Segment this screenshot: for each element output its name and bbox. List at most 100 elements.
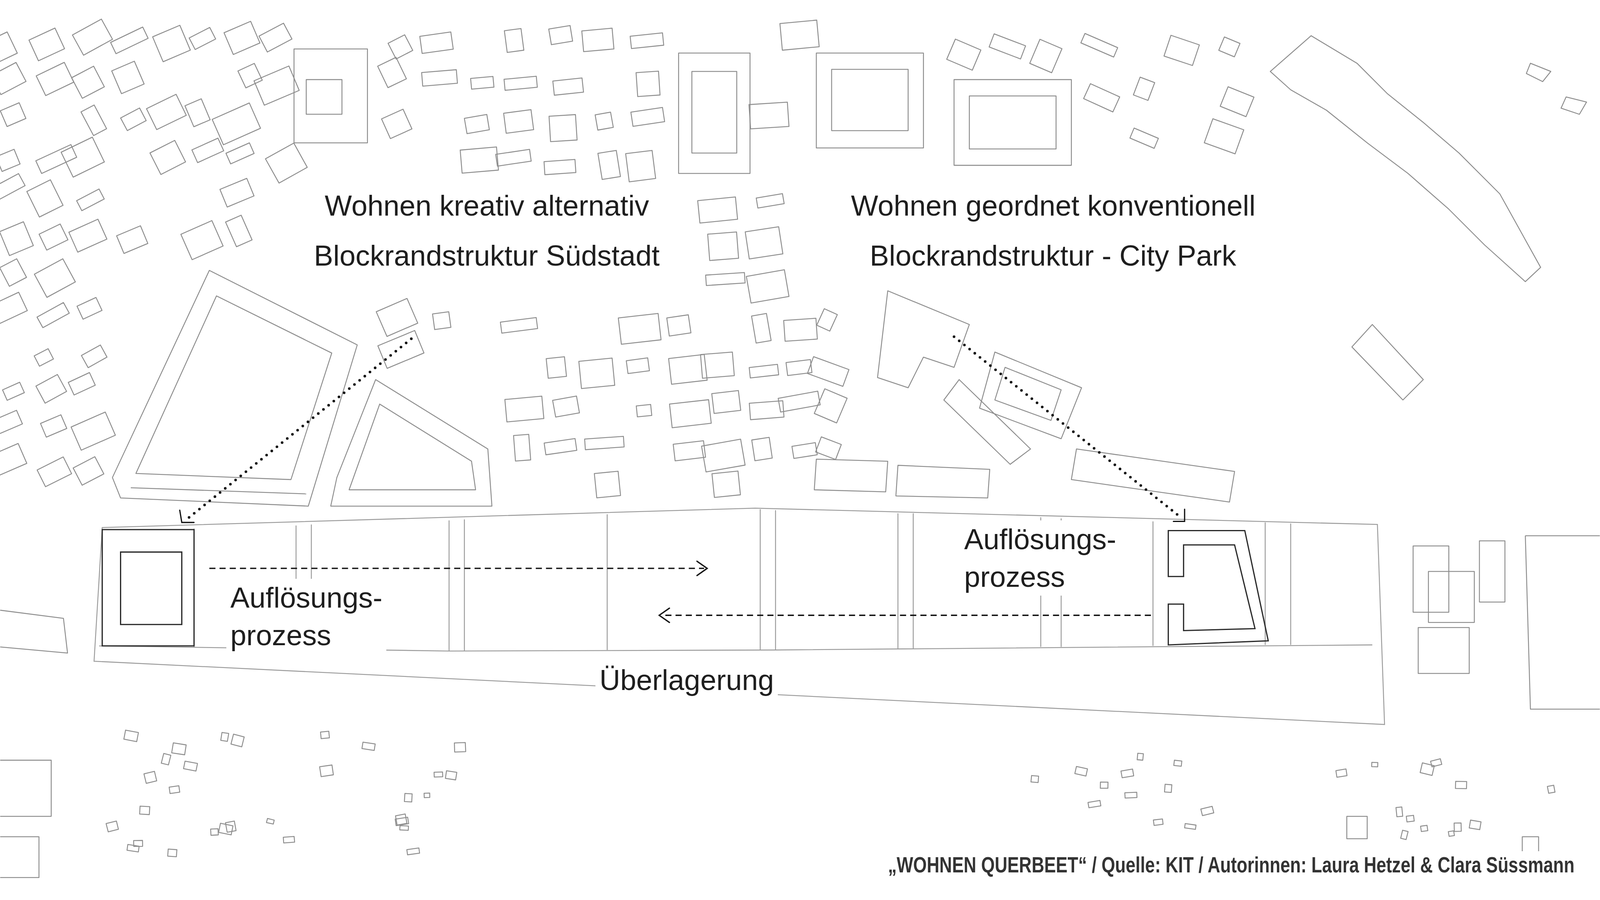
building-outline bbox=[253, 65, 300, 106]
building-outline bbox=[33, 348, 54, 367]
building-outline bbox=[377, 330, 424, 369]
building-outline bbox=[34, 258, 76, 298]
building-outline bbox=[1164, 35, 1200, 66]
building-outline bbox=[1030, 775, 1039, 783]
building-outline bbox=[791, 442, 817, 459]
building-outline bbox=[1204, 118, 1244, 154]
building-outline bbox=[218, 822, 234, 835]
district-label: Wohnen geordnet konventionell bbox=[846, 186, 1260, 225]
building-outline bbox=[1173, 760, 1182, 767]
building-outline bbox=[578, 357, 615, 389]
building-outline bbox=[71, 66, 105, 99]
building-outline bbox=[503, 109, 534, 134]
building-outline bbox=[581, 27, 614, 52]
building-outline bbox=[669, 399, 712, 428]
building-outline bbox=[1336, 768, 1348, 778]
building-outline bbox=[636, 71, 661, 97]
building-outline bbox=[35, 374, 67, 404]
building-outline bbox=[1371, 762, 1378, 767]
building-outline bbox=[745, 226, 784, 260]
building-outline bbox=[0, 102, 26, 127]
building-outline bbox=[552, 77, 584, 96]
building-outline bbox=[460, 146, 499, 174]
building-outline bbox=[700, 351, 735, 379]
building-outline bbox=[778, 391, 821, 412]
building-outline bbox=[544, 438, 578, 455]
building-outline bbox=[421, 69, 458, 86]
building-outline bbox=[81, 105, 107, 136]
building-outline bbox=[1220, 86, 1254, 117]
building-outline bbox=[597, 150, 621, 180]
overlay-label: Überlagerung bbox=[595, 661, 778, 699]
building-outline bbox=[395, 816, 409, 826]
structure-label: Blockrandstruktur Südstadt bbox=[309, 236, 664, 275]
building-outline bbox=[143, 771, 157, 784]
building-outline bbox=[28, 27, 65, 61]
building-outline bbox=[1153, 818, 1163, 825]
building-outline bbox=[584, 436, 625, 450]
building-outline bbox=[673, 440, 706, 461]
building-outline bbox=[127, 844, 140, 852]
building-outline bbox=[513, 434, 531, 462]
building-outline bbox=[171, 742, 186, 755]
building-outline bbox=[1083, 83, 1120, 112]
building-outline bbox=[1029, 39, 1063, 73]
building-outline bbox=[1547, 785, 1555, 794]
building-outline bbox=[0, 173, 26, 205]
building-outline bbox=[419, 31, 454, 54]
building-outline bbox=[705, 272, 746, 286]
building-outline bbox=[146, 94, 186, 130]
building-outline bbox=[169, 785, 180, 794]
building-outline bbox=[1088, 800, 1101, 808]
building-outline bbox=[595, 111, 614, 130]
building-outline bbox=[37, 302, 70, 328]
building-outline bbox=[756, 193, 785, 208]
building-outline bbox=[167, 848, 177, 857]
building-outline bbox=[746, 269, 790, 303]
building-outline bbox=[1124, 792, 1137, 799]
building-outline bbox=[807, 356, 849, 387]
building-outline bbox=[1396, 806, 1403, 817]
building-outline bbox=[618, 313, 662, 345]
building-outline bbox=[231, 733, 245, 747]
building-outline bbox=[1454, 822, 1462, 831]
process-label: Auflösungs- prozess bbox=[960, 520, 1121, 596]
building-outline bbox=[225, 820, 237, 833]
building-outline bbox=[220, 732, 229, 742]
building-outline bbox=[626, 357, 650, 374]
building-outline bbox=[406, 847, 420, 855]
building-outline bbox=[946, 39, 981, 71]
building-outline bbox=[265, 143, 308, 184]
building-outline bbox=[210, 828, 219, 835]
building-outline bbox=[454, 742, 466, 752]
building-outline bbox=[1184, 823, 1197, 830]
building-outline bbox=[225, 142, 254, 164]
building-outline bbox=[0, 31, 18, 62]
building-outline bbox=[149, 140, 186, 175]
building-outline bbox=[697, 196, 738, 223]
building-outline bbox=[399, 825, 409, 831]
building-outline bbox=[594, 471, 621, 498]
building-outline bbox=[552, 395, 580, 418]
building-outline bbox=[72, 19, 113, 56]
source-caption: „WOHNEN QUERBEET“ / Quelle: KIT / Autori… bbox=[886, 850, 1577, 879]
building-outline bbox=[814, 388, 847, 423]
building-outline bbox=[110, 27, 149, 54]
building-outline bbox=[445, 770, 458, 780]
building-outline bbox=[73, 456, 104, 486]
building-outline bbox=[36, 62, 74, 96]
building-outline bbox=[749, 101, 790, 129]
building-outline bbox=[184, 98, 210, 127]
building-outline bbox=[1200, 806, 1214, 816]
building-outline bbox=[35, 144, 77, 174]
building-outline bbox=[381, 109, 412, 139]
building-outline bbox=[68, 219, 107, 252]
building-outline bbox=[1400, 830, 1409, 840]
building-outline bbox=[0, 221, 34, 256]
building-outline bbox=[0, 62, 26, 95]
process-label: Auflösungs- prozess bbox=[226, 578, 387, 654]
building-outline bbox=[77, 297, 103, 320]
building-outline bbox=[1420, 824, 1428, 832]
building-outline bbox=[61, 137, 105, 178]
